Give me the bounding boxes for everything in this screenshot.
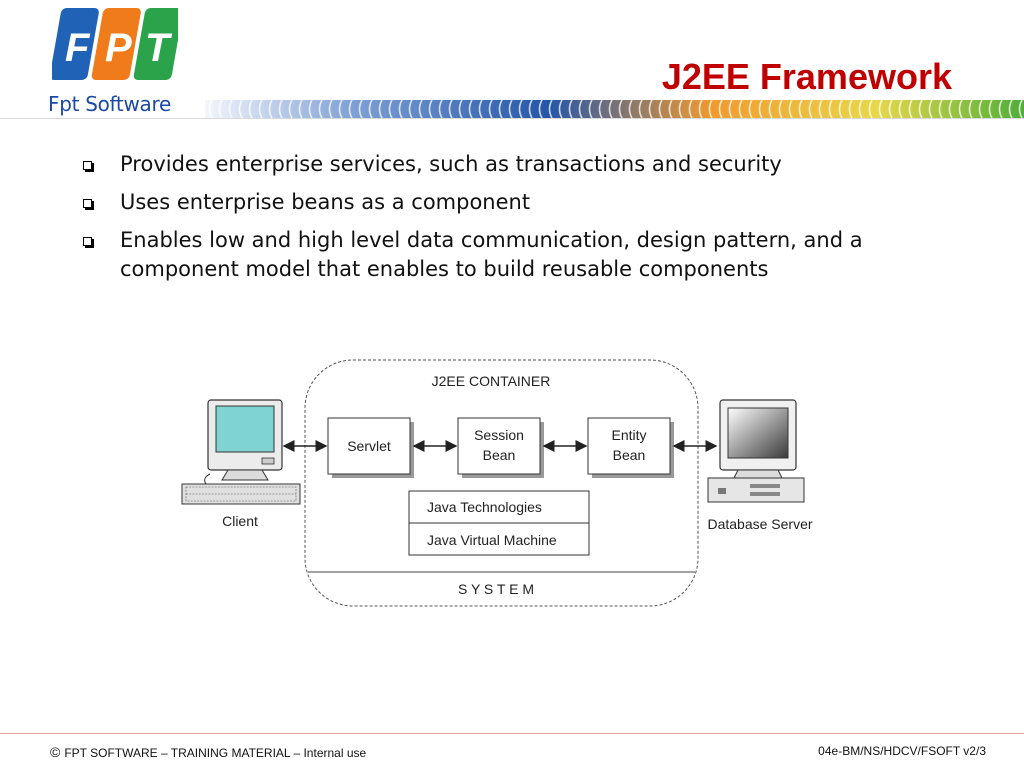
header-decorative-band bbox=[205, 100, 1024, 118]
client-computer-icon bbox=[181, 399, 301, 505]
logo-letter-t: T bbox=[145, 26, 173, 70]
database-server-icon bbox=[707, 399, 805, 503]
session-label-line2: Bean bbox=[483, 447, 516, 463]
bullet-item: Enables low and high level data communic… bbox=[80, 226, 960, 284]
footer-document-code: 04e-BM/NS/HDCV/FSOFT v2/3 bbox=[818, 744, 986, 758]
entity-label-line1: Entity bbox=[611, 427, 646, 443]
entity-label-line2: Bean bbox=[613, 447, 646, 463]
client-label: Client bbox=[222, 513, 258, 529]
system-boundary bbox=[304, 359, 699, 607]
footer-left-text: FPT SOFTWARE – TRAINING MATERIAL – Inter… bbox=[64, 746, 367, 760]
copyright-icon: © bbox=[50, 744, 61, 760]
logo-letter-p: P bbox=[105, 26, 132, 70]
footer-divider bbox=[0, 733, 1024, 734]
header-divider bbox=[0, 118, 1024, 119]
servlet-box: Servlet bbox=[327, 417, 414, 478]
footer-copyright: ©FPT SOFTWARE – TRAINING MATERIAL – Inte… bbox=[50, 744, 366, 760]
slide-title: J2EE Framework bbox=[661, 56, 952, 97]
fpt-logo-tiles: F P T bbox=[52, 8, 178, 80]
logo-letter-f: F bbox=[65, 26, 91, 70]
system-label: S Y S T E M bbox=[458, 581, 534, 597]
bullet-text: Provides enterprise services, such as tr… bbox=[120, 152, 782, 176]
java-stack-box: Java Technologies Java Virtual Machine bbox=[408, 490, 590, 556]
container-label: J2EE CONTAINER bbox=[432, 373, 551, 389]
logo-subtitle: Fpt Software bbox=[48, 92, 171, 116]
entity-bean-box: Entity Bean bbox=[587, 417, 674, 478]
bullet-item: Uses enterprise beans as a component bbox=[80, 188, 960, 217]
bullet-text: Enables low and high level data communic… bbox=[120, 228, 863, 281]
java-technologies-label: Java Technologies bbox=[427, 499, 542, 515]
bullet-text: Uses enterprise beans as a component bbox=[120, 190, 531, 214]
session-label-line1: Session bbox=[474, 427, 524, 443]
java-vm-label: Java Virtual Machine bbox=[427, 532, 557, 548]
bullet-item: Provides enterprise services, such as tr… bbox=[80, 150, 960, 179]
j2ee-architecture-diagram: J2EE CONTAINER S Y S T E M Servlet Sessi… bbox=[181, 359, 813, 607]
square-bullet-icon bbox=[83, 161, 92, 170]
square-bullet-icon bbox=[83, 199, 92, 208]
database-server-label: Database Server bbox=[707, 516, 812, 532]
session-bean-box: Session Bean bbox=[457, 417, 544, 478]
bullet-list: Provides enterprise services, such as tr… bbox=[80, 150, 960, 293]
fpt-logo: F P T Fpt Software bbox=[48, 6, 180, 116]
servlet-label: Servlet bbox=[347, 438, 391, 454]
square-bullet-icon bbox=[83, 237, 92, 246]
